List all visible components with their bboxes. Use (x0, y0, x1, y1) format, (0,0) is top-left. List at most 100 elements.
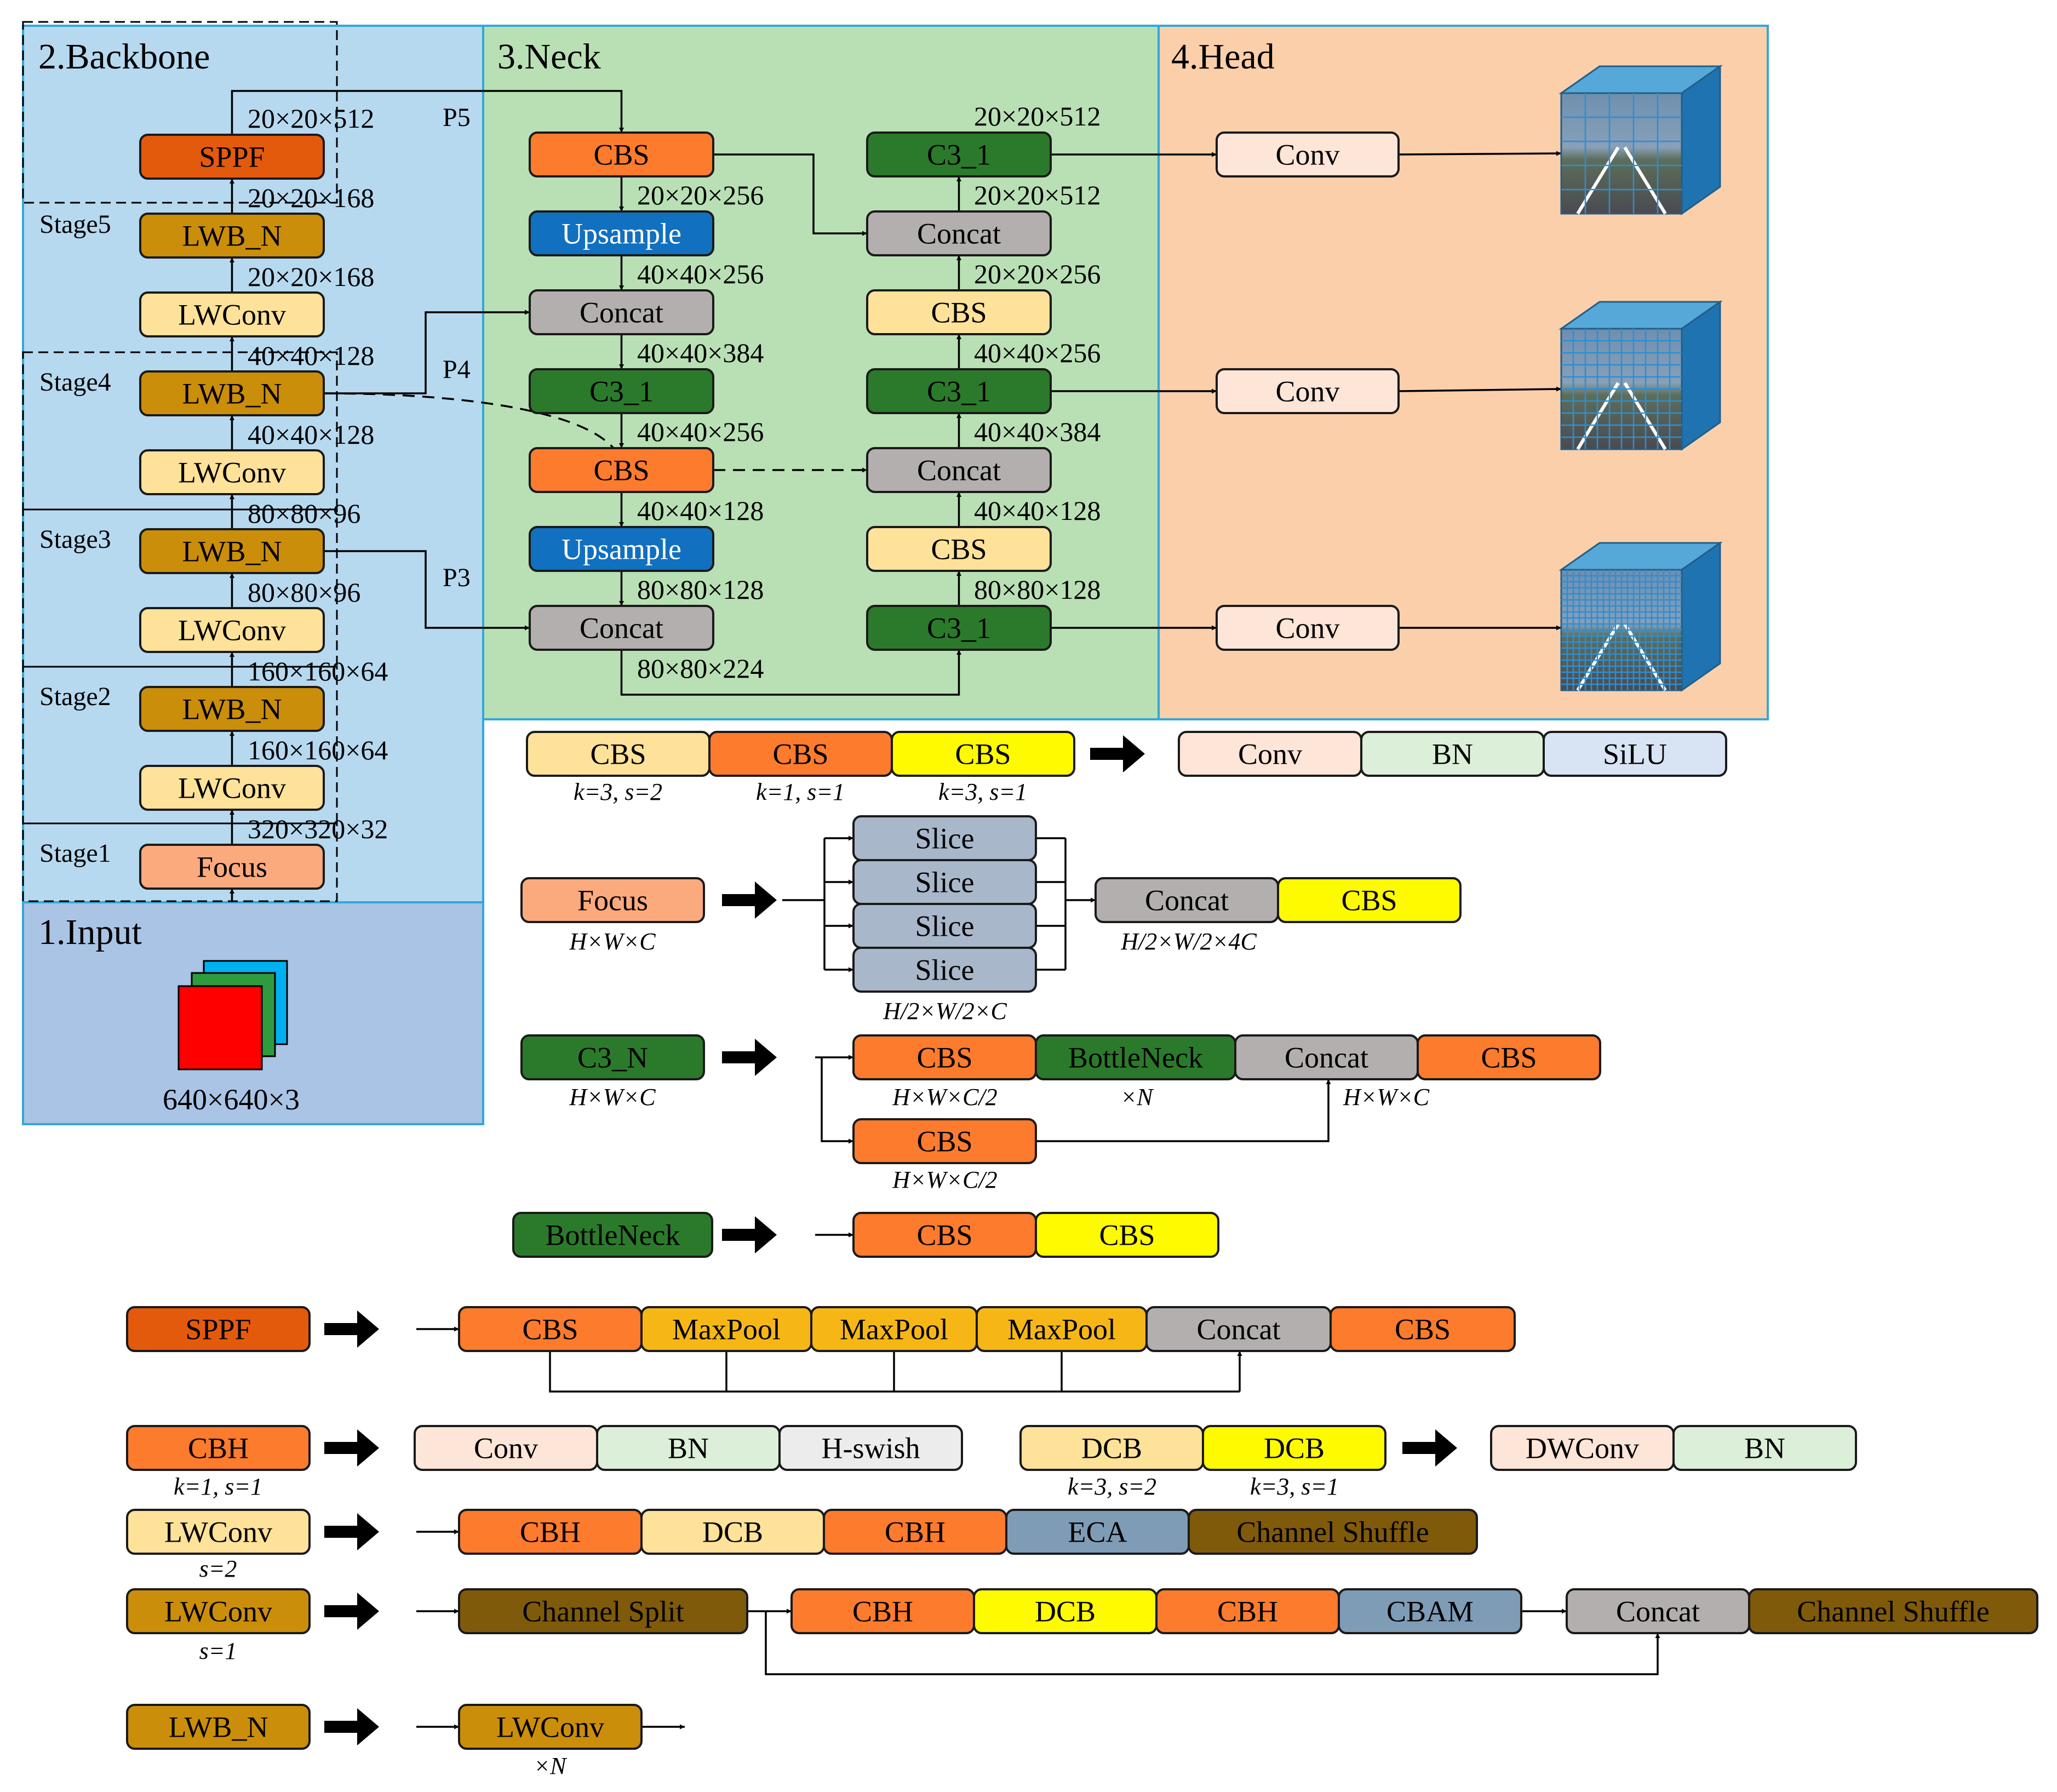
dim-label: 20×20×512 (974, 101, 1101, 131)
concat-block-label: Concat (917, 454, 1001, 486)
image-stack-icon (177, 960, 288, 1070)
conv-block: Conv (1216, 131, 1400, 178)
fat-arrow (324, 1429, 379, 1467)
channel-split-block: Channel Split (458, 1588, 748, 1634)
bottleneck-block: BottleNeck (512, 1212, 713, 1258)
dim-label: 40×40×128 (248, 419, 374, 450)
dim-label: 40×40×128 (637, 495, 764, 526)
concat-block: Concat (1095, 877, 1279, 923)
concat-block-label: Concat (1145, 884, 1229, 917)
eca-block: ECA (1005, 1509, 1190, 1555)
skip-connection-dashed (323, 392, 615, 449)
cbs-block: CBS (1417, 1034, 1601, 1080)
dim-label: 160×160×64 (248, 735, 388, 765)
dcb-block: DCB (640, 1509, 825, 1555)
dim-label: 40×40×384 (637, 337, 764, 368)
conv-block: Conv (1216, 605, 1400, 651)
conv-block: Conv (1216, 368, 1400, 414)
maxpool-block-label: MaxPool (840, 1313, 948, 1346)
lwb-n-block: LWB_N (139, 528, 325, 574)
lwconv-block: LWConv (139, 291, 325, 337)
fat-arrow (722, 1216, 777, 1253)
maxpool-block: MaxPool (640, 1306, 812, 1352)
concat-block: Concat (529, 605, 714, 651)
shape-note: H×W×C (1343, 1084, 1430, 1110)
merge-arrow (1036, 1079, 1331, 1142)
kernel-note: k=3, s=1 (938, 778, 1027, 805)
dwconv-block-label: DWConv (1526, 1432, 1639, 1464)
dim-label: 20×20×168 (248, 261, 374, 292)
silu-block: SiLU (1543, 731, 1727, 777)
slice-block: Slice (852, 859, 1037, 905)
stage-box (22, 508, 338, 668)
stage2-label: Stage2 (39, 682, 111, 711)
dcb-block: DCB (1019, 1425, 1204, 1471)
bn-block: BN (1672, 1425, 1857, 1471)
cbs-block: CBS (866, 526, 1052, 572)
kernel-note: k=1, s=1 (174, 1473, 262, 1500)
head-title: 4.Head (1171, 37, 1275, 77)
c3-1-block: C3_1 (866, 368, 1052, 414)
sppf-block: SPPF (139, 134, 325, 180)
cbs-block: CBS (1330, 1306, 1516, 1352)
stage1-label: Stage1 (39, 839, 111, 868)
silu-block-label: SiLU (1603, 737, 1667, 770)
dwconv-block: DWConv (1490, 1425, 1675, 1471)
cbs-block: CBS (526, 731, 711, 777)
cbs-block-label: CBS (590, 737, 646, 770)
stage-box (22, 351, 338, 511)
repeat-note: ×N (1120, 1084, 1154, 1110)
p4-label: P4 (443, 355, 471, 384)
dim-label: 80×80×224 (637, 653, 764, 684)
shape-note: H×W×C (569, 1084, 656, 1110)
channel-shuffle-block-label: Channel Shuffle (1797, 1595, 1989, 1628)
conv-block-label: Conv (474, 1432, 538, 1464)
dim-label: 20×20×168 (248, 182, 374, 213)
dim-label: 80×80×96 (248, 498, 360, 529)
dim-label: 40×40×384 (974, 416, 1101, 447)
dim-label: 40×40×256 (637, 416, 764, 447)
concat-block-label: Concat (1197, 1313, 1281, 1346)
c3-n-block-label: C3_N (577, 1041, 648, 1074)
conv-block-label: Conv (1275, 375, 1339, 408)
fat-arrow (324, 1593, 379, 1630)
kernel-note: k=3, s=2 (574, 778, 662, 805)
dcb-block: DCB (973, 1588, 1158, 1634)
skip-connection-p5 (231, 90, 624, 135)
focus-block: Focus (520, 877, 705, 923)
lwconv-block: LWConv (139, 607, 325, 653)
repeat-note: ×N (534, 1753, 568, 1779)
lwconv-block-label: LWConv (164, 1515, 272, 1548)
channel-shuffle-block: Channel Shuffle (1748, 1588, 2038, 1634)
lwconv-block-label: LWConv (178, 298, 286, 331)
channel-split-block-label: Channel Split (522, 1595, 684, 1628)
fat-arrow (324, 1513, 379, 1550)
concat-block-label: Concat (1285, 1041, 1368, 1074)
conv-block: Conv (1178, 731, 1362, 777)
lwconv-block-label: LWConv (178, 456, 286, 489)
p5-label: P5 (443, 103, 471, 132)
cbs-block-label: CBS (916, 1125, 972, 1158)
fat-arrow (722, 881, 777, 919)
cbs-block-label: CBS (1481, 1041, 1537, 1074)
cbs-block-label: CBS (593, 454, 649, 486)
kernel-note: k=3, s=2 (1068, 1473, 1156, 1500)
cbs-block-label: CBS (522, 1313, 578, 1346)
skip-connection-p3 (324, 550, 530, 631)
channel-shuffle-block-label: Channel Shuffle (1236, 1515, 1429, 1548)
stride-note: s=1 (199, 1638, 237, 1664)
upsample-block: Upsample (529, 210, 714, 256)
cbs-block: CBS (458, 1306, 643, 1352)
sppf-block-label: SPPF (199, 140, 265, 173)
concat-block-label: Concat (580, 611, 663, 644)
concat-block: Concat (1234, 1034, 1419, 1080)
cbh-block-label: CBH (1217, 1595, 1278, 1628)
dcb-block-label: DCB (702, 1515, 763, 1548)
cbh-block: CBH (126, 1425, 311, 1471)
cbs-block-label: CBS (931, 296, 987, 329)
concat-block: Concat (1566, 1588, 1750, 1634)
dcb-block: DCB (1202, 1425, 1386, 1471)
stage-box (22, 21, 338, 204)
bn-block: BN (1360, 731, 1545, 777)
cbs-block: CBS (1277, 877, 1462, 923)
